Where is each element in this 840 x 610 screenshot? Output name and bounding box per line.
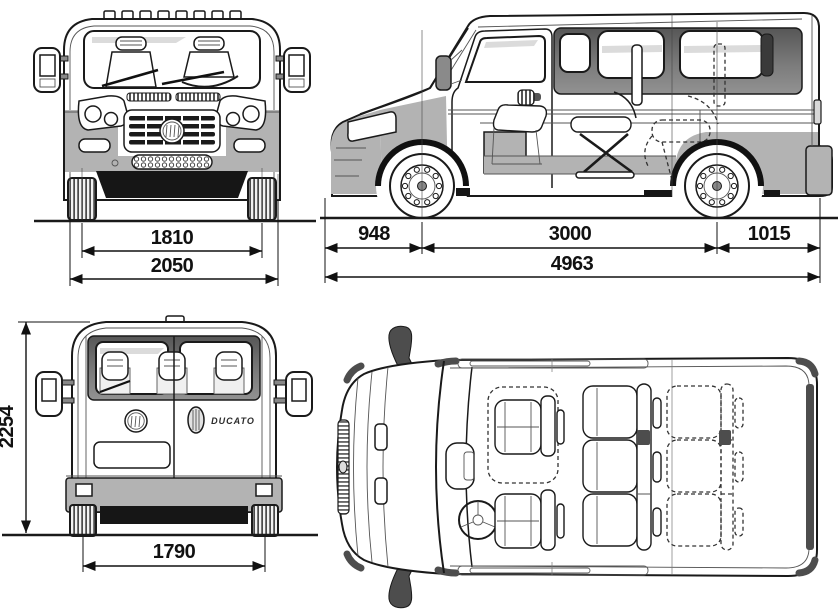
dimension-label: 1015 <box>748 223 791 245</box>
dashboard-console <box>445 442 475 490</box>
tow-hook <box>111 159 119 167</box>
front-view: 1810 2050 <box>33 10 316 286</box>
model-badge: DUCATO <box>211 416 255 426</box>
bumper-step-right <box>255 483 273 497</box>
rear-wiper <box>99 379 131 394</box>
rear-tire-right <box>251 504 279 537</box>
side-headlight <box>347 111 397 142</box>
dimension-label: 2050 <box>151 255 194 277</box>
hood-vent-upper <box>374 423 388 451</box>
fiat-badge-top <box>338 460 348 474</box>
side-mirror <box>435 49 463 91</box>
passenger-seat-top <box>494 395 565 457</box>
rear-grab-handle <box>760 33 774 77</box>
rear-mirror-right <box>273 371 313 417</box>
dimension-front-track: 1810 <box>81 223 263 258</box>
cab-seats <box>105 36 239 88</box>
roof-inner-line <box>477 18 803 28</box>
hood-line <box>359 87 431 115</box>
taillight-side <box>813 99 822 125</box>
fiat-badge-rear <box>124 409 148 433</box>
swivel-zone-dashed <box>487 386 559 484</box>
dimension-label: 4963 <box>551 253 594 275</box>
top-windshield-outer <box>435 360 445 574</box>
rear-door-handle <box>187 406 205 434</box>
top-body <box>335 356 818 578</box>
dimension-label: 1790 <box>153 541 196 563</box>
front-under-shadow <box>96 171 248 198</box>
cowl-vent-right <box>175 92 221 102</box>
dimension-overall-height: 2254 <box>0 321 90 533</box>
glass-streak-2 <box>684 45 761 53</box>
dimension-label: 2254 <box>0 404 18 448</box>
seatbelt-buckle <box>637 430 650 445</box>
fog-slot-right <box>233 138 266 153</box>
side-window-2 <box>679 30 764 79</box>
seatbelt-buckle <box>719 430 731 445</box>
rear-tire-left <box>69 504 97 537</box>
top-mirror-upper <box>388 325 414 367</box>
roof-ribs <box>103 10 242 20</box>
top-mirror-lower <box>388 567 414 609</box>
middle-seat-side <box>570 44 643 179</box>
rear-view: DUCATO 2254 1790 <box>0 315 318 572</box>
fiat-badge-front <box>159 118 185 144</box>
cab-door <box>451 28 553 190</box>
wipers <box>101 68 225 88</box>
dimension-label: 948 <box>358 223 390 245</box>
dimension-overall-length: 4963 <box>325 253 820 283</box>
rear-under-shadow <box>100 506 248 524</box>
roof-rails <box>457 358 649 576</box>
license-plate-recess <box>93 441 171 469</box>
dimension-label: 3000 <box>549 223 592 245</box>
dimension-front-width: 2050 <box>69 200 279 286</box>
front-body-inner-line <box>69 25 275 198</box>
dimension-rear-overhang: 1015 <box>717 198 821 283</box>
lower-mesh-grille <box>131 154 213 170</box>
fog-slot-left <box>78 138 111 153</box>
rear-mirror-left <box>35 371 75 417</box>
hood-vent-lower <box>374 477 388 505</box>
side-rear-bumper <box>805 145 833 196</box>
headlight-left <box>77 95 129 131</box>
nose-lines <box>334 147 366 177</box>
dimension-label: 1810 <box>151 227 194 249</box>
driver-seat-top <box>494 489 565 551</box>
steering-wheel-front <box>181 75 239 88</box>
side-window-1 <box>597 30 665 79</box>
bumper-step-left <box>75 483 93 497</box>
dimension-rear-track: 1790 <box>82 537 266 572</box>
middle-bench-top <box>582 383 662 551</box>
corner-trims <box>343 357 819 577</box>
sliding-window-small <box>559 33 591 73</box>
mirror-left <box>33 47 69 93</box>
nose-curves <box>353 366 389 568</box>
cowl-vent-left <box>126 92 172 102</box>
rear-headrests <box>99 351 245 395</box>
driver-seat-side <box>491 89 548 165</box>
side-view: 948 3000 1015 4963 <box>320 11 838 283</box>
mirror-right <box>275 47 311 93</box>
headlight-right <box>215 95 267 131</box>
construction-lines-front <box>69 168 279 222</box>
construction-lines-side <box>421 14 718 218</box>
rear-door-trim <box>806 384 814 550</box>
dimension-wheelbase: 3000 <box>422 222 718 254</box>
top-view <box>335 325 819 609</box>
rear-bench-top-dashed <box>666 383 744 551</box>
roof-seams <box>551 359 673 575</box>
